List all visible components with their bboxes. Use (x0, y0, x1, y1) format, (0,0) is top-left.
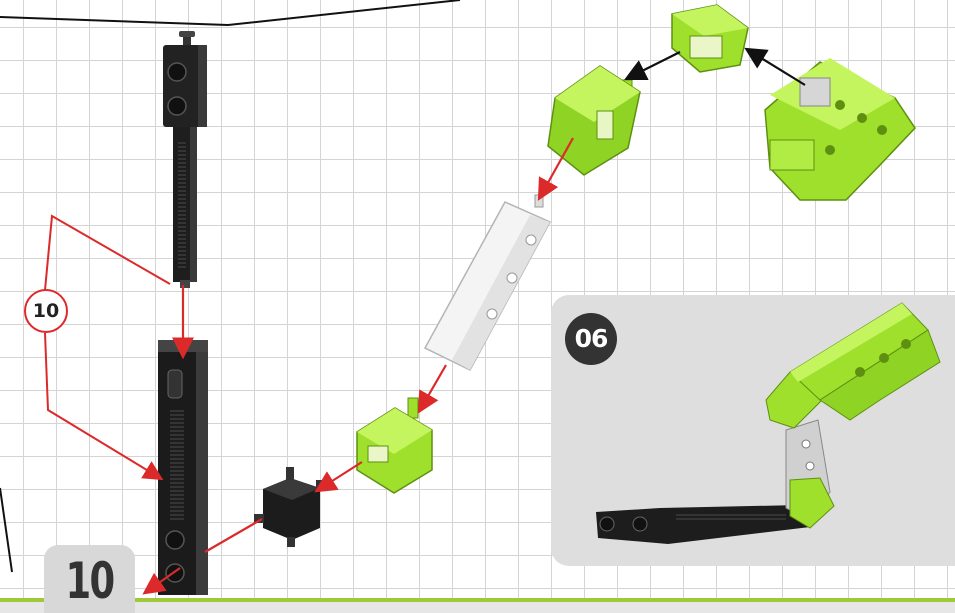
step-number-label: 06 (565, 324, 617, 354)
page-number: 10 (52, 556, 127, 606)
quantity-label: 10 (24, 300, 68, 322)
footer-accent-line (0, 598, 955, 602)
